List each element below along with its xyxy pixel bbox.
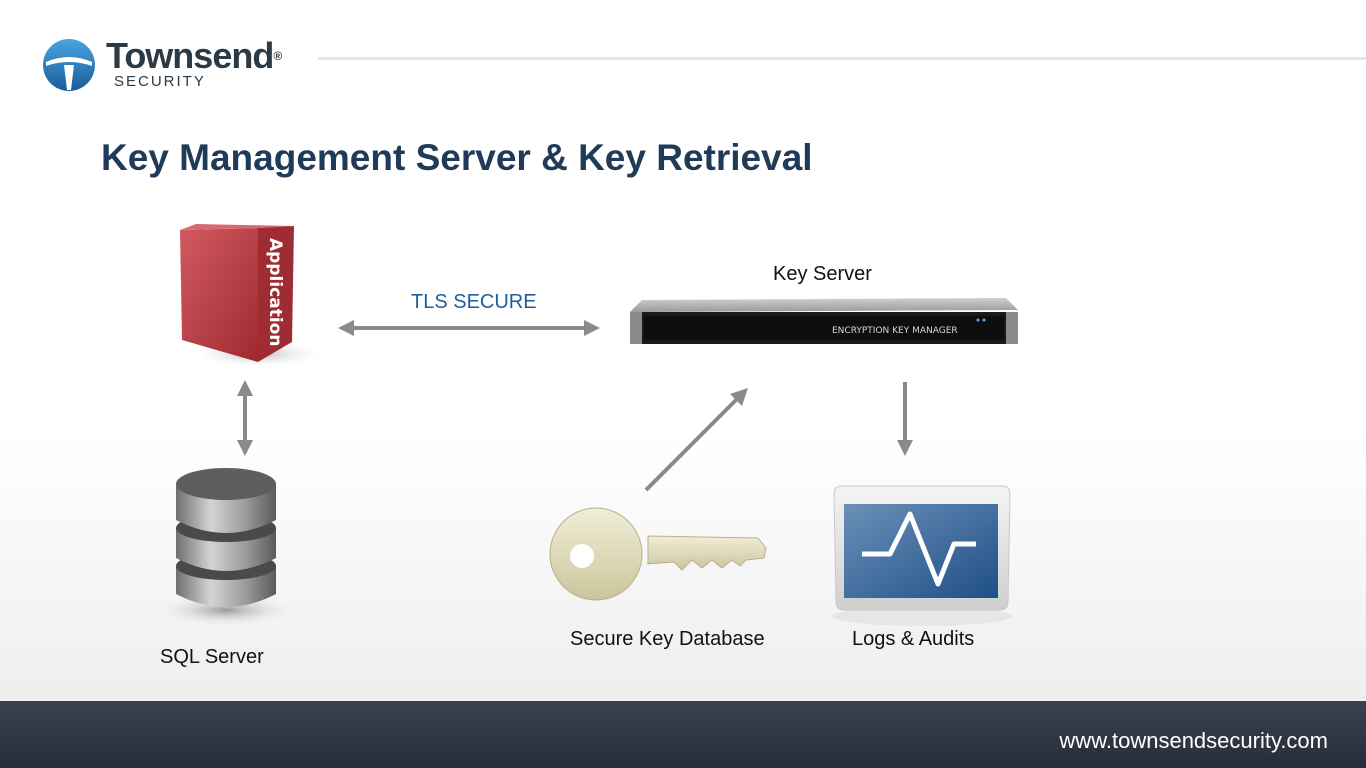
secure-key-database-label: Secure Key Database [570,628,765,650]
tls-secure-label: TLS SECURE [411,291,537,313]
key-server-appliance-icon: ENCRYPTION KEY MANAGER [630,298,1018,344]
application-box-text: Application [265,238,285,346]
brand-name: Townsend® [106,35,282,76]
key-server-label: Key Server [773,263,872,285]
header-divider [318,57,1366,60]
sql-server-label: SQL Server [160,646,264,668]
key-icon [549,507,767,601]
logs-monitor-icon [832,485,1012,626]
app-sql-connection-arrow [237,380,253,456]
key-server-faceplate-text: ENCRYPTION KEY MANAGER [832,326,958,336]
slide-title: Key Management Server & Key Retrieval [101,137,813,178]
footer-url[interactable]: www.townsendsecurity.com [1059,728,1328,753]
logs-audits-label: Logs & Audits [852,628,975,650]
server-to-logs-arrow [897,382,913,456]
footer-bar: www.townsendsecurity.com [0,701,1366,768]
townsend-logo: Townsend® SECURITY [42,36,302,96]
application-box-icon: Application [180,224,328,368]
tls-connection-arrow [338,320,600,336]
brand-subtitle: SECURITY [114,73,206,90]
townsend-shield-icon [43,39,95,91]
sql-server-database-icon [150,468,302,628]
key-database-to-server-arrow [644,388,748,492]
